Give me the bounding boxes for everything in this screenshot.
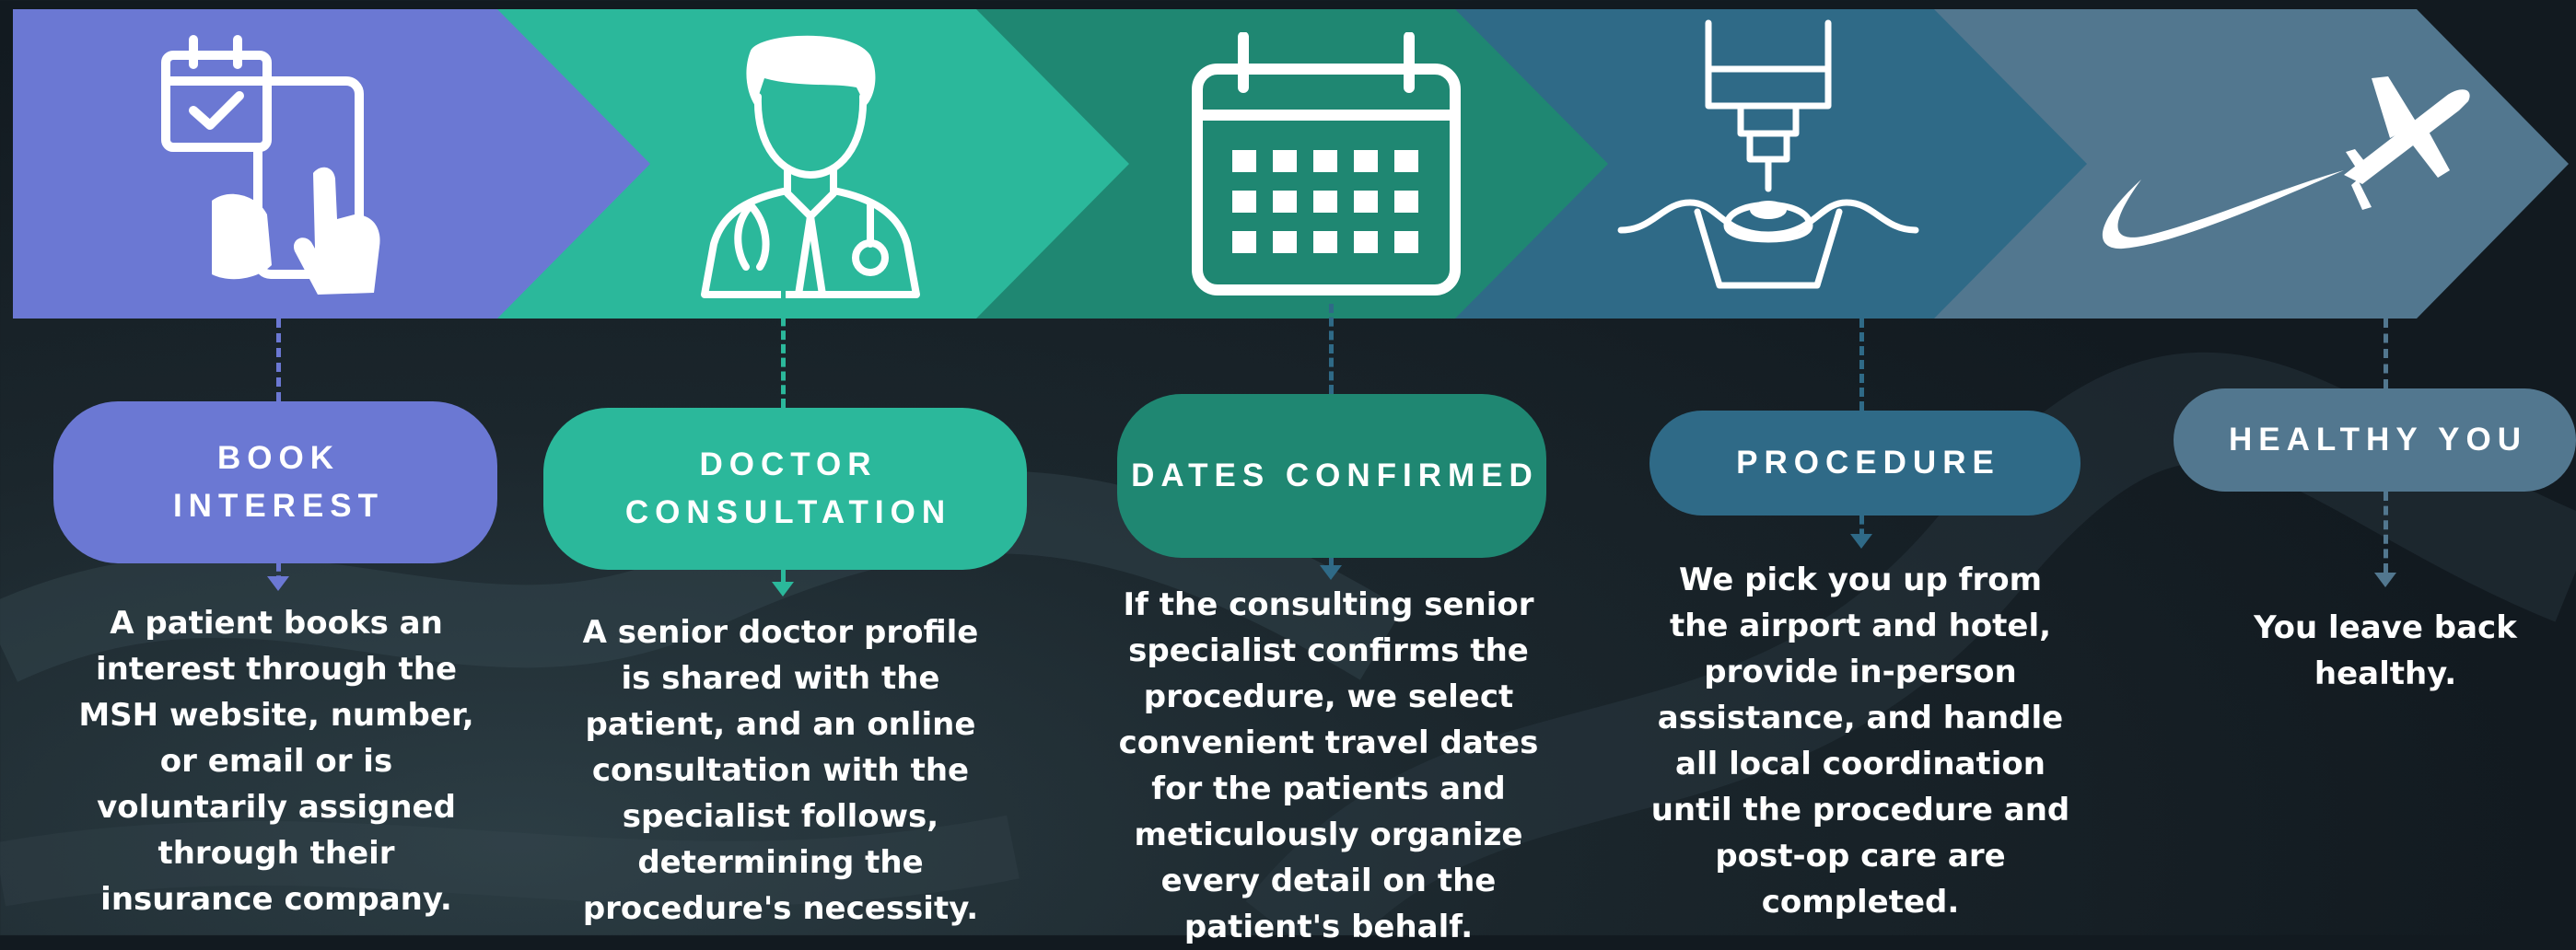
step-2-description: A senior doctor profile is shared with t… — [582, 614, 979, 927]
chevron-step-2 — [479, 9, 1129, 319]
step-3-description: If the consulting senior specialist conf… — [1118, 586, 1539, 945]
connector-arrow-4 — [1850, 534, 1872, 549]
calendar-icon — [1192, 32, 1461, 295]
step-4-description: We pick you up from the airport and hote… — [1650, 562, 2070, 921]
connector-line-4 — [1859, 319, 1864, 411]
connector-line-5b — [2384, 492, 2388, 573]
step-4-title: PROCEDURE — [1649, 411, 2081, 516]
chevron-step-5 — [1916, 9, 2569, 319]
connector-arrow-3 — [1320, 565, 1342, 580]
step-5-description: You leave back healthy. — [2254, 609, 2517, 692]
connector-line-1b — [276, 563, 281, 584]
connector-line-5 — [2384, 319, 2388, 388]
step-1-title: BOOK INTEREST — [53, 401, 497, 563]
connector-arrow-1 — [267, 576, 289, 591]
doctor-icon — [701, 35, 920, 298]
connector-arrow-2 — [772, 582, 794, 597]
chevron-step-4 — [1437, 9, 2087, 319]
connector-line-3 — [1329, 304, 1334, 394]
connector-line-1 — [276, 319, 281, 401]
connector-arrow-5 — [2374, 573, 2396, 587]
connector-line-2 — [781, 276, 786, 408]
connector-line-2b — [781, 570, 786, 588]
connector-line-4b — [1859, 516, 1864, 538]
step-3-title: DATES CONFIRMED — [1117, 394, 1546, 558]
step-2-title: DOCTOR CONSULTATION — [543, 408, 1027, 570]
step-5-title: HEALTHY YOU — [2174, 388, 2576, 492]
airplane-icon — [2102, 76, 2470, 249]
step-1-description: A patient books an interest through the … — [78, 605, 474, 918]
laser-eye-procedure-icon — [1617, 19, 1919, 289]
tablet-booking-icon — [161, 35, 380, 295]
